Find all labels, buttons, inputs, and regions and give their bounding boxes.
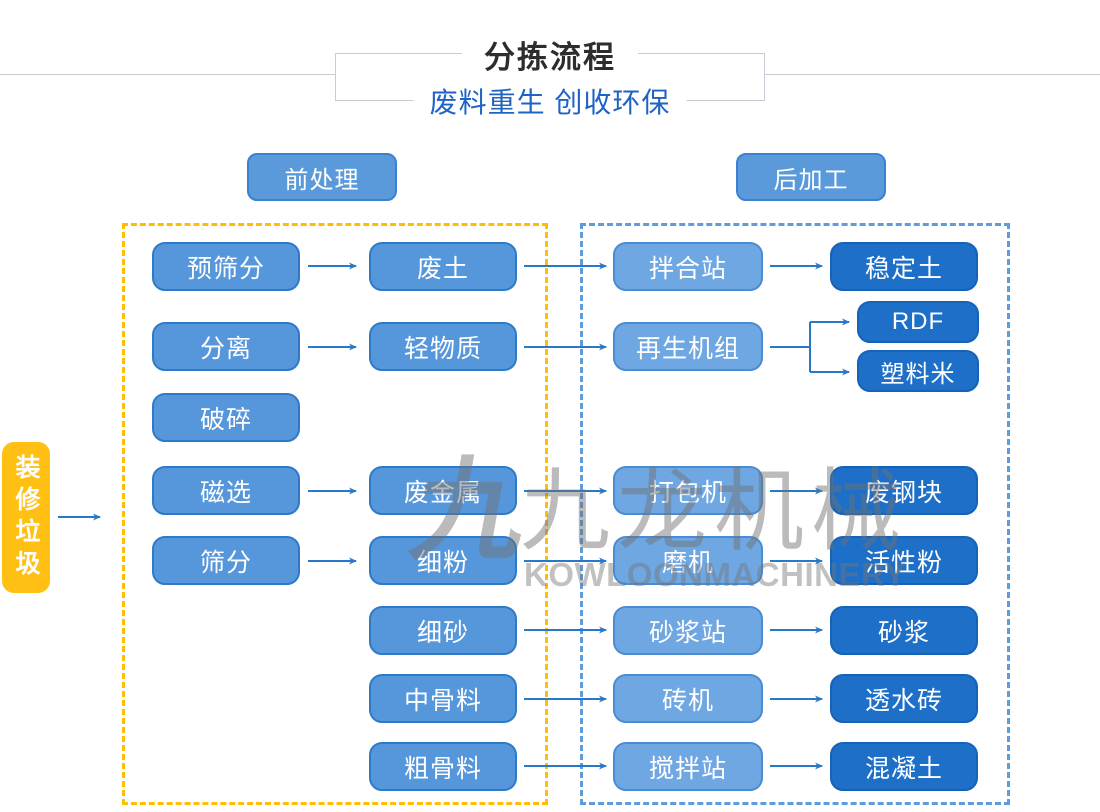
node-medium-aggregate: 中骨料 bbox=[369, 674, 517, 723]
node-permeable-brick: 透水砖 bbox=[830, 674, 978, 723]
node-light-material: 轻物质 bbox=[369, 322, 517, 371]
node-rdf: RDF bbox=[857, 301, 979, 343]
node-concrete: 混凝土 bbox=[830, 742, 978, 791]
node-stabilized-soil: 稳定土 bbox=[830, 242, 978, 291]
node-plastic-pellets: 塑料米 bbox=[857, 350, 979, 392]
node-separation: 分离 bbox=[152, 322, 300, 371]
section-label-preprocessing: 前处理 bbox=[247, 153, 397, 201]
section-label-postprocessing: 后加工 bbox=[736, 153, 886, 201]
node-mill: 磨机 bbox=[613, 536, 763, 585]
node-active-powder: 活性粉 bbox=[830, 536, 978, 585]
node-scrap-steel: 废钢块 bbox=[830, 466, 978, 515]
node-crushing: 破碎 bbox=[152, 393, 300, 442]
node-mortar: 砂浆 bbox=[830, 606, 978, 655]
page-subtitle: 废料重生 创收环保 bbox=[413, 86, 687, 119]
node-screening: 筛分 bbox=[152, 536, 300, 585]
page-title: 分拣流程 bbox=[462, 40, 638, 76]
node-concrete-mixing-station: 搅拌站 bbox=[613, 742, 763, 791]
node-fine-powder: 细粉 bbox=[369, 536, 517, 585]
node-baler: 打包机 bbox=[613, 466, 763, 515]
node-decoration-waste: 装修垃圾 bbox=[2, 442, 50, 593]
postprocessing-region-border bbox=[580, 223, 1010, 805]
node-waste-metal: 废金属 bbox=[369, 466, 517, 515]
node-pre-screening: 预筛分 bbox=[152, 242, 300, 291]
node-coarse-aggregate: 粗骨料 bbox=[369, 742, 517, 791]
node-fine-sand: 细砂 bbox=[369, 606, 517, 655]
node-mixing-station: 拌合站 bbox=[613, 242, 763, 291]
preprocessing-region-border bbox=[122, 223, 548, 805]
node-regeneration-unit: 再生机组 bbox=[613, 322, 763, 371]
node-magnetic-selection: 磁选 bbox=[152, 466, 300, 515]
node-waste-soil: 废土 bbox=[369, 242, 517, 291]
node-brick-machine: 砖机 bbox=[613, 674, 763, 723]
node-mortar-station: 砂浆站 bbox=[613, 606, 763, 655]
